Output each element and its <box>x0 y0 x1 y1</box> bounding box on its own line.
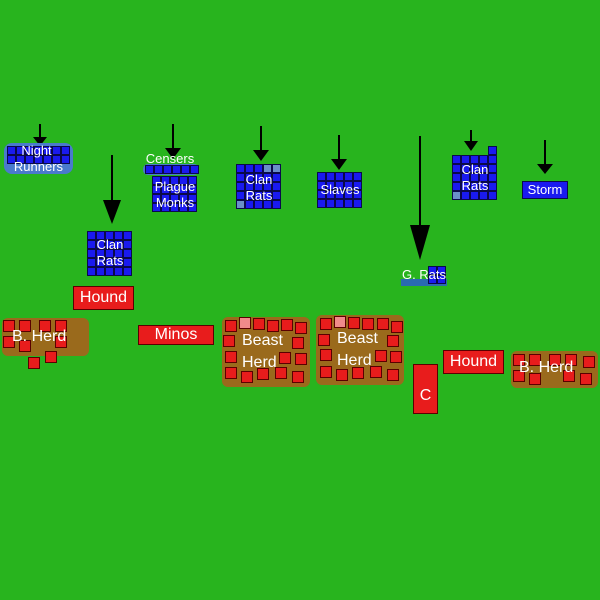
plague-monks-label-1: Plague <box>154 179 196 194</box>
beast-herd-b-label-2: Herd <box>337 352 372 369</box>
arrowhead-2 <box>103 200 121 224</box>
unit-minotaurs[interactable]: Minos <box>138 325 214 345</box>
plague-monks-models <box>152 176 197 212</box>
arrowhead-5 <box>331 159 347 170</box>
minotaurs-label: Minos <box>154 326 198 343</box>
unit-plague-monks[interactable]: Plague Monks <box>152 176 198 214</box>
plague-monks-label-2: Monks <box>155 195 195 210</box>
arrowhead-4 <box>253 150 269 161</box>
censers-label: Censers <box>145 151 195 166</box>
giant-rats-label: G. Rats <box>401 267 447 282</box>
arrowhead-8 <box>537 164 553 174</box>
giant-rats-models <box>428 266 446 284</box>
unit-hound-right[interactable]: Hound <box>443 350 504 374</box>
clan-rats-right-models <box>452 155 497 200</box>
unit-stormvermin[interactable]: Storm <box>522 181 568 199</box>
arrowhead-6 <box>410 225 430 260</box>
stormvermin-label: Storm <box>527 182 563 197</box>
unit-night-runners[interactable]: Night Runners <box>4 143 73 174</box>
unit-clan-rats-right[interactable]: Clan Rats <box>452 146 498 201</box>
hound-right-label: Hound <box>449 353 498 370</box>
clan-rats-center-models <box>236 164 281 209</box>
hound-left-label: Hound <box>79 289 128 306</box>
clan-rats-center-label-1: Clan <box>245 172 273 187</box>
night-runners-label-1: Night <box>21 143 52 158</box>
beast-herd-a-label-2: Herd <box>242 354 277 371</box>
censers-models <box>145 165 199 174</box>
beast-herd-a-label-1: Beast <box>242 332 283 349</box>
slaves-models <box>317 172 362 208</box>
b-herd-left-label: B. Herd <box>12 328 67 345</box>
clan-rats-center-label-2: Rats <box>245 188 273 203</box>
clan-rats-right-label-2: Rats <box>461 178 489 193</box>
slaves-label: Slaves <box>320 182 360 197</box>
unit-clan-rats-center[interactable]: Clan Rats <box>236 164 282 210</box>
clan-rats-front-label-2: Rats <box>96 253 124 268</box>
clan-rats-front-models <box>87 231 132 276</box>
unit-censers[interactable] <box>143 164 199 175</box>
chariot-label: C <box>419 387 432 404</box>
unit-hound-left[interactable]: Hound <box>73 286 134 310</box>
b-herd-right-label: B. Herd <box>519 359 574 376</box>
unit-giant-rats[interactable] <box>401 266 447 286</box>
arrowhead-3 <box>165 148 181 159</box>
unit-clan-rats-front[interactable]: Clan Rats <box>87 231 133 277</box>
night-runners-models <box>7 146 70 164</box>
clan-rats-front-label-1: Clan <box>96 237 124 252</box>
unit-slaves[interactable]: Slaves <box>317 172 363 210</box>
clan-rats-right-label-1: Clan <box>461 162 489 177</box>
arrowhead-1 <box>33 137 47 146</box>
night-runners-label-2: Runners <box>13 159 64 174</box>
unit-chariot[interactable]: C <box>413 364 438 414</box>
arrowhead-7 <box>464 141 478 151</box>
beast-herd-b-label-1: Beast <box>337 330 378 347</box>
